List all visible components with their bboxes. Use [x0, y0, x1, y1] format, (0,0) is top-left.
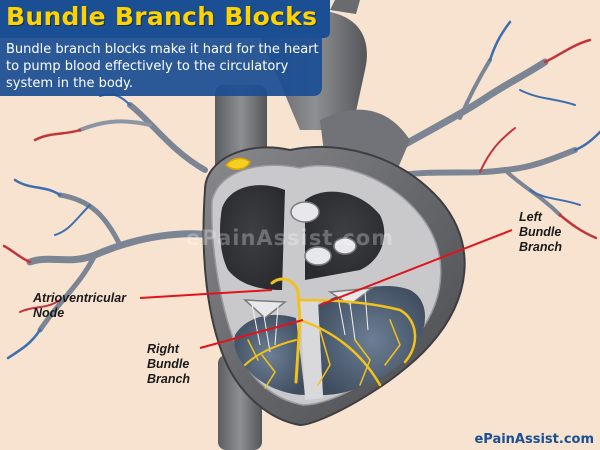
label-line: Branch — [147, 372, 191, 386]
label-line: Bundle — [147, 357, 190, 371]
right-bundle-branch-label: Right Bundle Branch — [147, 342, 190, 387]
chordae-tendineae — [251, 291, 369, 353]
brand-link[interactable]: ePainAssist.com — [474, 432, 594, 447]
av-node-leader — [139, 289, 273, 299]
left-bundle-branch-label: Left Bundle Branch — [519, 210, 562, 255]
lung-vessels-left — [2, 93, 219, 360]
label-line: Right — [147, 342, 179, 356]
label-line: Atrioventricular — [33, 291, 127, 305]
label-line: Branch — [519, 240, 563, 254]
page-title: Bundle Branch Blocks — [6, 2, 318, 31]
label-line: Node — [33, 306, 65, 320]
right-bundle-branch-leader — [199, 319, 304, 349]
conduction-system — [225, 157, 417, 389]
callout-lines — [139, 229, 513, 349]
heart-valves — [242, 201, 375, 319]
label-line: Bundle — [519, 225, 562, 239]
av-node-label: Atrioventricular Node — [33, 291, 126, 321]
description-banner: Bundle branch blocks make it hard for th… — [0, 38, 322, 96]
left-bundle-branch-leader — [319, 229, 513, 306]
label-line: Left — [519, 210, 542, 224]
lung-vessels-right — [391, 20, 600, 240]
watermark: ePainAssist.com — [186, 226, 395, 250]
title-banner: Bundle Branch Blocks — [0, 0, 330, 38]
description-text: Bundle branch blocks make it hard for th… — [6, 42, 319, 91]
